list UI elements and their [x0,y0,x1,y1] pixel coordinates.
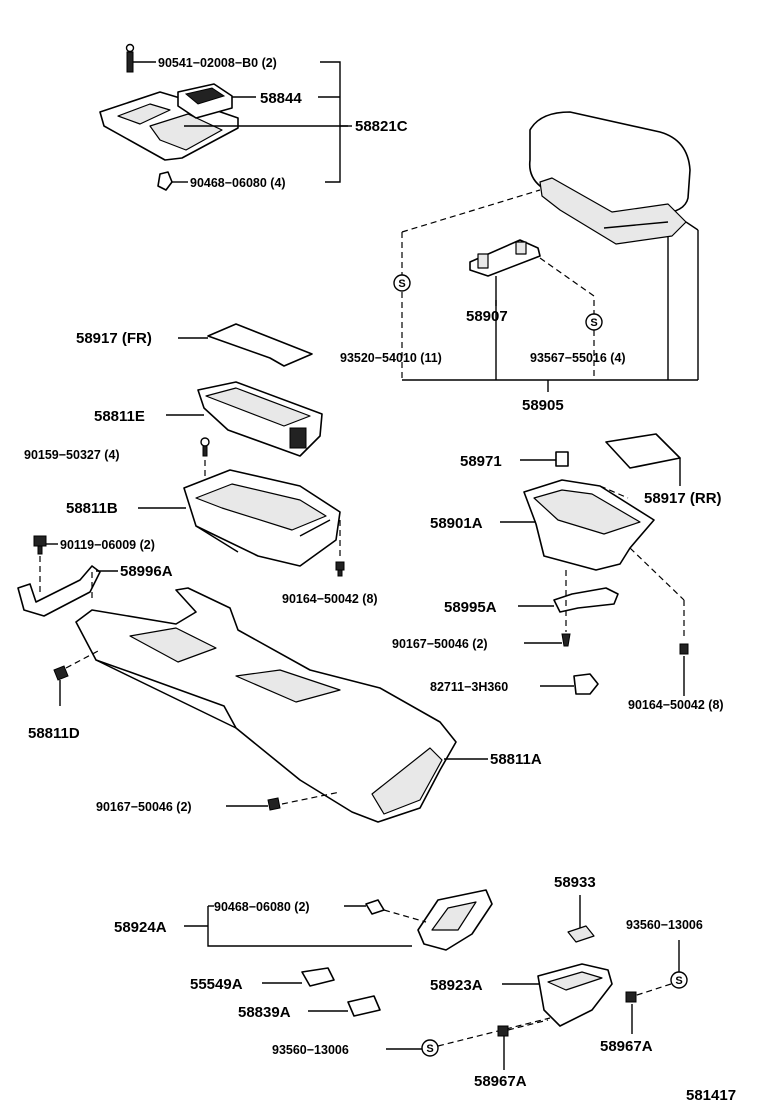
tray-latch [289,427,307,449]
label-58811E: 58811E [94,408,145,425]
bracket-shape [17,565,101,617]
label-58811A: 58811A [490,751,542,768]
label-90159: 90159−50327 (4) [24,448,120,462]
label-93520: 93520−54010 (11) [340,351,442,365]
bolt-icon [33,535,47,555]
label-58971: 58971 [460,453,502,470]
label-58917-rr: 58917 (RR) [644,490,722,507]
label-90468-b: 90468−06080 (2) [214,900,310,914]
label-58901A: 58901A [430,515,483,532]
armrest-group: S S [393,111,699,392]
bolt-symbol-icon: S [421,1039,439,1057]
rear-box-group [500,433,689,696]
label-90164-a: 90164−50042 (8) [282,592,378,606]
label-58821C: 58821C [355,118,408,135]
diagram-number: 581417 [686,1087,736,1104]
storage-box-group [17,323,345,617]
label-58933: 58933 [554,874,596,891]
label-58967A-a: 58967A [600,1038,653,1055]
bottom-parts-group: S S [184,889,688,1070]
cap-b-shape [347,995,381,1017]
armrest-base-shape [539,177,687,245]
label-58923A: 58923A [430,977,483,994]
label-93567: 93567−55016 (4) [530,351,626,365]
label-90167-a: 90167−50046 (2) [392,637,488,651]
label-58996A: 58996A [120,563,173,580]
label-58905: 58905 [522,397,564,414]
svg-text:S: S [590,317,597,329]
svg-text:S: S [426,1043,433,1055]
part-labels: 90541−02008−B0 (2) 58844 58821C 90468−06… [24,56,736,1104]
label-90541: 90541−02008−B0 (2) [158,56,277,70]
label-58917-fr: 58917 (FR) [76,330,152,347]
label-58907: 58907 [466,308,508,325]
screw-icon [125,43,135,73]
bolt-symbol-icon: S [393,274,411,292]
bolt-symbol-icon: S [670,971,688,989]
label-58995A: 58995A [444,599,497,616]
nut-icon [497,1025,509,1037]
bracket-small-shape [553,587,619,613]
bezel-slot [117,103,171,125]
pocket-shape [537,963,613,1027]
label-58924A: 58924A [114,919,167,936]
label-90119: 90119−06009 (2) [60,538,155,552]
switch-block-icon [177,83,233,119]
bezel-opening [149,113,223,151]
svg-text:S: S [398,278,405,290]
screw-icon [679,643,689,655]
screw-icon [53,665,69,706]
shift-bezel-group [99,43,352,191]
lamp-socket-icon [573,673,599,695]
label-82711: 82711−3H360 [430,680,508,694]
main-console-group [53,587,488,823]
label-55549A: 55549A [190,976,243,993]
mat-rear-shape [605,433,681,469]
plate-shape [567,925,595,943]
label-58811D: 58811D [28,725,80,742]
bolt-symbol-icon: S [585,313,603,331]
screw-icon [335,561,345,577]
label-58844: 58844 [260,90,302,107]
svg-text:S: S [675,975,682,987]
clip-icon [555,451,569,467]
screw-icon [267,797,281,811]
label-90468-a: 90468−06080 (4) [190,176,286,190]
label-58839A: 58839A [238,1004,291,1021]
label-93560-a: 93560−13006 [626,918,703,932]
hinge-icon [469,239,541,277]
label-90164-b: 90164−50042 (8) [628,698,724,712]
screw-icon [200,437,210,457]
label-90167-b: 90167−50046 (2) [96,800,192,814]
clip-icon [157,171,173,191]
screw-icon [561,633,571,647]
label-93560-b: 93560−13006 [272,1043,349,1057]
clip-icon [365,899,385,915]
label-58811B: 58811B [66,500,118,517]
label-58967A-b: 58967A [474,1073,527,1090]
nut-icon [625,991,637,1003]
cap-a-shape [301,967,335,987]
mat-front-shape [207,323,313,367]
